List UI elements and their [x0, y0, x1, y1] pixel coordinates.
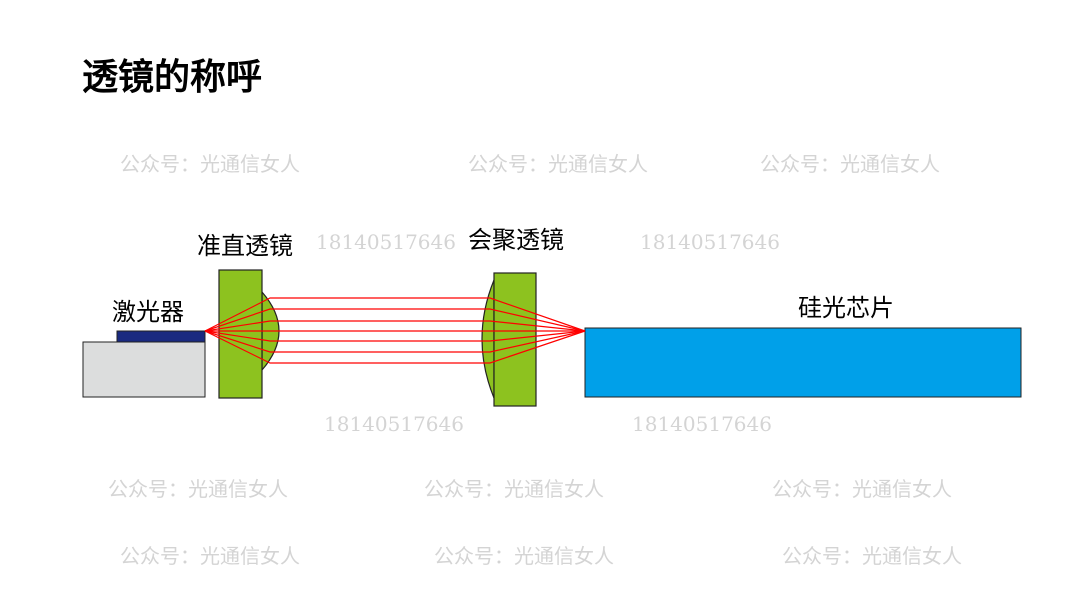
watermark: 公众号：光通信女人 [782, 544, 962, 568]
watermark: 18140517646 [640, 230, 780, 254]
watermark: 公众号：光通信女人 [772, 477, 952, 501]
laser-base [82, 341, 206, 398]
light-ray [204, 330, 586, 364]
light-ray [204, 330, 586, 353]
watermark: 公众号：光通信女人 [120, 152, 300, 176]
watermark: 公众号：光通信女人 [434, 544, 614, 568]
silicon-photonic-chip [584, 327, 1022, 398]
light-ray [204, 320, 586, 332]
collimating-lens-label: 准直透镜 [197, 232, 293, 260]
laser-label: 激光器 [112, 298, 184, 326]
watermark: 公众号：光通信女人 [120, 544, 300, 568]
light-rays [204, 297, 586, 364]
watermark: 18140517646 [324, 412, 464, 436]
light-ray [204, 308, 586, 332]
watermark: 公众号：光通信女人 [760, 152, 940, 176]
watermark: 公众号：光通信女人 [468, 152, 648, 176]
light-ray [204, 297, 586, 332]
light-ray [204, 330, 586, 342]
page-title: 透镜的称呼 [82, 57, 263, 98]
watermark: 公众号：光通信女人 [108, 477, 288, 501]
chip-label: 硅光芯片 [798, 294, 894, 322]
watermark: 18140517646 [316, 230, 456, 254]
watermark: 公众号：光通信女人 [424, 477, 604, 501]
focusing-lens-label: 会聚透镜 [468, 226, 564, 254]
watermark: 18140517646 [632, 412, 772, 436]
laser-chip [116, 330, 206, 343]
